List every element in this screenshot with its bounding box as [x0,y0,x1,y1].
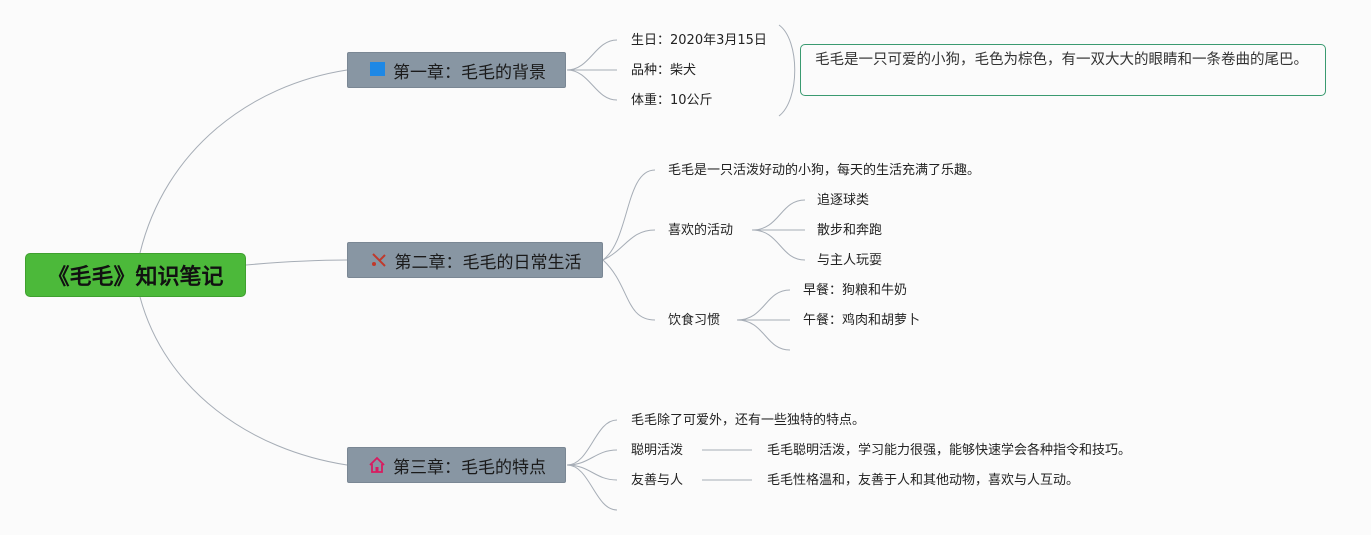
connector-ch2-group2 [602,259,656,321]
blue-flag-icon [367,60,387,80]
connector-root-ch3 [139,296,348,466]
chapter-2-title: 第二章：毛毛的日常生活 [394,252,582,273]
ch3-intro[interactable]: 毛毛除了可爱外，还有一些独特的特点。 [631,413,866,428]
connector-ch3-trait1 [566,449,618,466]
chapter-1-title: 第一章：毛毛的背景 [393,62,546,83]
summary-brace [778,24,796,117]
connector-g1-item3 [751,229,806,261]
root-title: 《毛毛》知识笔记 [47,265,224,290]
ch3-trait-friendly-detail[interactable]: 毛毛性格温和，友善于人和其他动物，喜欢与人互动。 [767,473,1080,488]
chapter-1-topic[interactable]: 第一章：毛毛的背景 [347,52,566,88]
ch2-group-diet[interactable]: 饮食习惯 [668,313,721,328]
root-topic[interactable]: 《毛毛》知识笔记 [25,253,246,297]
activity-item-ball[interactable]: 追逐球类 [817,193,870,208]
chapter-3-topic[interactable]: 第三章：毛毛的特点 [347,447,566,483]
chapter-3-title: 第三章：毛毛的特点 [393,457,546,478]
tools-icon [369,250,389,270]
ch3-trait-friendly[interactable]: 友善与人 [631,473,684,488]
connector-ch1-item3 [566,69,618,101]
connector-ch3-intro [566,419,618,466]
ch1-summary[interactable]: 毛毛是一只可爱的小狗，毛色为棕色，有一双大大的眼睛和一条卷曲的尾巴。 [800,44,1326,96]
ch1-item-breed[interactable]: 品种：柴犬 [631,63,697,78]
ch3-trait-smart-detail[interactable]: 毛毛聪明活泼，学习能力很强，能够快速学会各种指令和技巧。 [767,443,1132,458]
ch1-item-weight[interactable]: 体重：10公斤 [631,93,713,108]
diet-item-lunch[interactable]: 午餐：鸡肉和胡萝卜 [803,313,921,328]
connector-ch1-item1 [566,39,618,71]
activity-item-play[interactable]: 与主人玩耍 [817,253,883,268]
ch2-intro[interactable]: 毛毛是一只活泼好动的小狗，每天的生活充满了乐趣。 [668,163,981,178]
connector-root-ch1 [139,69,348,254]
house-icon [367,455,387,475]
ch1-item-birthday[interactable]: 生日：2020年3月15日 [631,33,767,48]
connector-ch3-tail [566,464,618,511]
chapter-2-topic[interactable]: 第二章：毛毛的日常生活 [347,242,603,278]
connector-ch2-group1 [602,229,656,261]
connector-ch2-intro [602,169,656,261]
activity-item-walk[interactable]: 散步和奔跑 [817,223,883,238]
diet-item-breakfast[interactable]: 早餐：狗粮和牛奶 [803,283,908,298]
connector-g1-item1 [751,199,806,231]
connector-g2-item1 [736,289,791,321]
connector-root-ch2 [245,259,348,266]
ch3-trait-smart[interactable]: 聪明活泼 [631,443,684,458]
ch2-group-activities[interactable]: 喜欢的活动 [668,223,734,238]
connector-g2-item3 [736,319,791,351]
